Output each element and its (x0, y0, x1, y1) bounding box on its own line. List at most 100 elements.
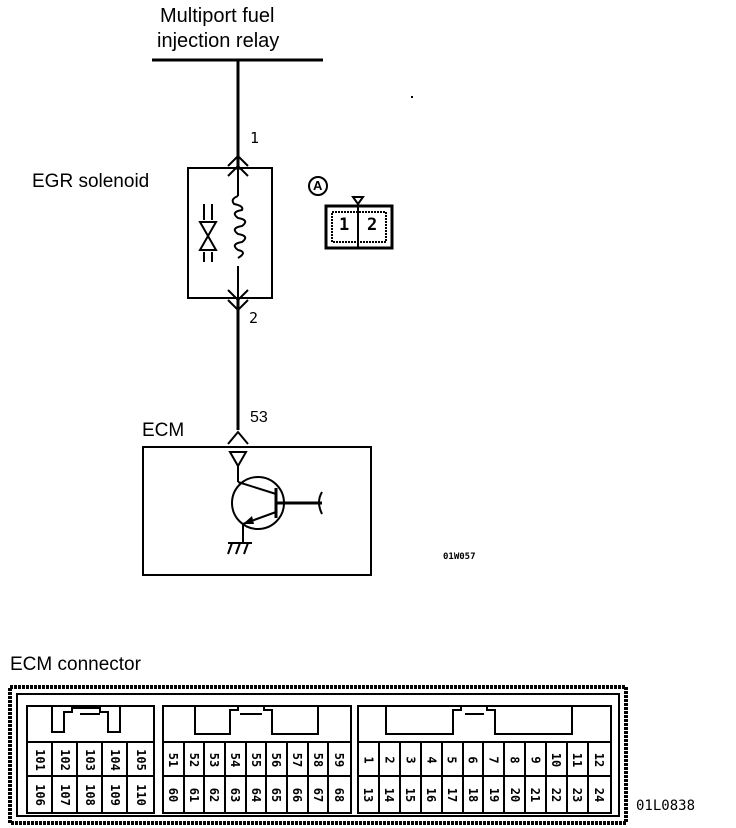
ecm-pin-cell: 15 (401, 777, 422, 812)
ecm-pin-number: 15 (403, 787, 418, 802)
ecm-pin-number: 54 (228, 752, 243, 767)
ecm-pin-number: 13 (361, 787, 376, 802)
ecm-pin-number: 56 (269, 752, 284, 767)
ecm-pin-cell: 101 (28, 743, 53, 776)
ecm-pin-cell: 2 (380, 743, 401, 776)
ecm-pin-number: 57 (290, 752, 305, 767)
ecm-pin-cell: 22 (547, 777, 569, 812)
ecm-pin-number: 8 (507, 755, 522, 764)
transistor-icon (228, 451, 323, 542)
ecm-pin-cell: 67 (309, 777, 330, 812)
ecm-pin-cell: 106 (28, 777, 53, 812)
ecm-pin-cell: 60 (164, 777, 185, 812)
ecm-pin-number: 16 (424, 787, 439, 802)
ecm-block-1 (26, 705, 155, 814)
ecm-pin-53-label: 53 (250, 409, 268, 426)
connector-a-latch-icon (351, 196, 365, 206)
ecm-pin-number: 108 (82, 783, 97, 806)
ecm-pin-number: 1 (361, 755, 376, 764)
ecm-pin-cell: 18 (464, 777, 485, 812)
ecm-pin-cell: 59 (329, 743, 350, 776)
ecm-pin-cell: 110 (128, 777, 153, 812)
connector-a-pin-1: 1 (339, 215, 350, 235)
egr-solenoid-box (187, 167, 273, 299)
ecm-pin-number: 101 (32, 748, 47, 771)
ecm-pin-number: 23 (570, 787, 585, 802)
solenoid-pin-2-label: 2 (249, 309, 259, 327)
ecm-pin-number: 2 (382, 755, 397, 764)
ecm-pin-number: 63 (228, 787, 243, 802)
ecm-pin-cell: 109 (103, 777, 128, 812)
ecm-pin-number: 51 (166, 752, 181, 767)
coil-icon (231, 195, 247, 259)
ecm-pin-number: 52 (186, 752, 201, 767)
ecm-pin-cell: 7 (484, 743, 506, 776)
ecm-pin-cell: 3 (401, 743, 422, 776)
ecm-pin-number: 104 (107, 748, 122, 771)
ecm-pin-number: 4 (424, 755, 439, 764)
ecm-pin-cell: 10 (547, 743, 569, 776)
relay-label-line1: Multiport fuel (160, 5, 275, 27)
ecm-pin-number: 61 (186, 787, 201, 802)
ecm-pin-cell: 20 (505, 777, 527, 812)
ecm-pin-number: 7 (486, 755, 501, 764)
valve-icon (198, 204, 218, 262)
ecm-pin-number: 14 (382, 787, 397, 802)
ecm-pin-cell: 11 (568, 743, 589, 776)
ecm-pin-number: 102 (57, 748, 72, 771)
ecm-pin-cell: 57 (288, 743, 309, 776)
ecm-connector-label: ECM connector (10, 654, 141, 675)
ecm-pin-number: 67 (310, 787, 325, 802)
ecm-box (142, 446, 372, 576)
ecm-pin-number: 65 (269, 787, 284, 802)
ecm-pin-number: 60 (166, 787, 181, 802)
ground-icon (227, 542, 252, 555)
ecm-pin-cell: 104 (103, 743, 128, 776)
ecm-pin-number: 12 (592, 752, 607, 767)
ecm-pin-number: 21 (528, 787, 543, 802)
ecm-pin-cell: 66 (288, 777, 309, 812)
ecm-pin-cell: 102 (53, 743, 78, 776)
figure-code: 01W057 (443, 552, 476, 562)
ecm-pin-cell: 64 (247, 777, 268, 812)
ecm-pin-number: 110 (133, 783, 148, 806)
connector-a-pin-2: 2 (367, 215, 378, 235)
ecm-pin-cell: 9 (526, 743, 548, 776)
ecm-pin-number: 59 (332, 752, 347, 767)
ecm-pin-cell: 105 (128, 743, 153, 776)
ecm-pin-cell: 52 (185, 743, 206, 776)
ecm-pin-cell: 68 (329, 777, 350, 812)
ecm-pin-number: 64 (248, 787, 263, 802)
ecm-pin-cell: 1 (359, 743, 380, 776)
ecm-pin-cell: 54 (226, 743, 247, 776)
ecm-pin-cell: 12 (589, 743, 610, 776)
ecm-pin-number: 3 (403, 755, 418, 764)
ecm-pin-number: 55 (248, 752, 263, 767)
ecm-pin-number: 11 (570, 752, 585, 767)
connector-chevron-top-icon (227, 154, 249, 167)
ecm-pin-cell: 8 (505, 743, 527, 776)
ecm-pin-cell: 23 (568, 777, 589, 812)
ecm-pin-cell: 63 (226, 777, 247, 812)
ecm-pin-cell: 56 (267, 743, 288, 776)
ecm-pin-number: 66 (290, 787, 305, 802)
ecm-pin-cell: 103 (78, 743, 103, 776)
ecm-pin-cell: 51 (164, 743, 185, 776)
ecm-pin-cell: 108 (78, 777, 103, 812)
connector-a-marker-label: A (313, 178, 323, 193)
solenoid-pin-1-label: 1 (250, 129, 260, 147)
ecm-pin-number: 103 (82, 748, 97, 771)
ecm-pin-number: 17 (445, 787, 460, 802)
ecm-pin-number: 62 (207, 787, 222, 802)
ecm-pin-cell: 65 (267, 777, 288, 812)
egr-solenoid-label: EGR solenoid (32, 171, 150, 192)
ecm-pin-cell: 61 (185, 777, 206, 812)
ecm-pin-number: 9 (528, 755, 543, 764)
ecm-pin-cell: 13 (359, 777, 380, 812)
ecm-pin-cell: 16 (422, 777, 443, 812)
ecm-pin-cell: 19 (484, 777, 506, 812)
